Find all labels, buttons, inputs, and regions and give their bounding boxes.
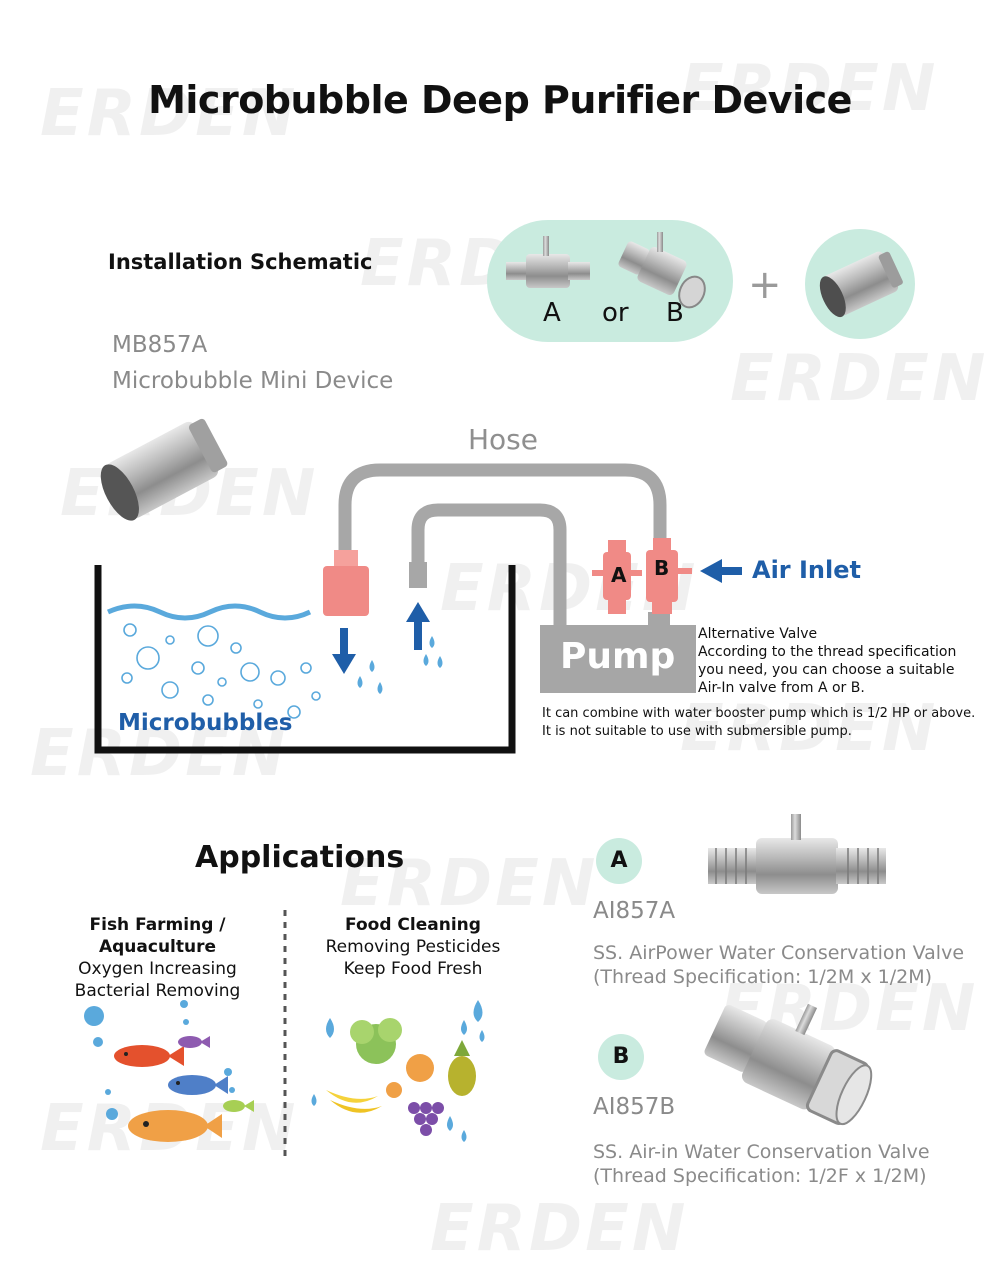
- food-illustration: [311, 1000, 485, 1142]
- application-heading: Food Cleaning: [345, 915, 481, 935]
- pineapple-icon: [448, 1040, 476, 1096]
- product-a-description: SS. AirPower Water Conservation Valve (T…: [593, 941, 993, 989]
- application-line: Bacterial Removing: [74, 981, 241, 1001]
- hose-inner: [411, 503, 567, 625]
- fish-illustration: [84, 1000, 254, 1142]
- watermark-text: ERDEN: [340, 847, 598, 921]
- device-name: Microbubble Mini Device: [112, 368, 394, 394]
- fruit-icon: [406, 1054, 434, 1082]
- pump-label: Pump: [560, 636, 676, 677]
- product-b-badge: B: [598, 1034, 644, 1080]
- product-a-badge: A: [596, 838, 642, 884]
- fish-icon: [114, 1045, 184, 1067]
- watermark-text: ERDEN: [30, 717, 288, 791]
- fruit-icon: [386, 1082, 402, 1098]
- valve-a-icon: [506, 236, 590, 288]
- watermark-text: ERDEN: [430, 1192, 688, 1266]
- alt-valve-line: According to the thread specification: [698, 644, 957, 660]
- hose-outer: [338, 463, 667, 555]
- diagram-valve-a: [592, 540, 642, 614]
- microbubbles-label: Microbubbles: [118, 710, 293, 736]
- pump-note-line: It is not suitable to use with submersib…: [542, 724, 852, 739]
- intake-nozzle: [409, 562, 427, 588]
- fish-icon: [223, 1100, 254, 1112]
- product-a-code: AI857A: [593, 898, 676, 924]
- valve-b-icon: [618, 232, 706, 309]
- pump-note: It can combine with water booster pump w…: [542, 705, 992, 741]
- diagram-valve-b: [646, 538, 692, 614]
- pump-note-line: It can combine with water booster pump w…: [542, 706, 976, 721]
- water-tank: [94, 565, 516, 754]
- fish-icon: [128, 1110, 222, 1142]
- valve-a-photo: [708, 814, 886, 894]
- mini-device-icon: [819, 251, 903, 318]
- watermark-text: ERDEN: [730, 342, 988, 416]
- option-or-label: or: [602, 298, 629, 328]
- microbubble-outlet: [323, 550, 369, 616]
- plus-icon: +: [748, 262, 782, 308]
- diagram-valve-b-label: B: [654, 556, 670, 580]
- flow-arrows: [332, 559, 742, 674]
- water-surface: [106, 603, 312, 621]
- fish-icon: [178, 1036, 210, 1048]
- device-model: MB857A: [112, 332, 208, 358]
- water-drops: [357, 636, 443, 694]
- mini-device-photo: [100, 418, 228, 521]
- fish-icon: [168, 1075, 228, 1095]
- hose-label: Hose: [468, 423, 538, 456]
- page-title: Microbubble Deep Purifier Device: [148, 78, 852, 122]
- application-line: Keep Food Fresh: [343, 959, 483, 979]
- product-desc-line: (Thread Specification: 1/2F x 1/2M): [593, 1165, 927, 1187]
- banana-icon: [326, 1090, 382, 1113]
- bubbles: [121, 623, 321, 719]
- diagram-valve-a-label: A: [611, 563, 627, 587]
- application-line: Removing Pesticides: [325, 937, 501, 957]
- alt-valve-line: you need, you can choose a suitable: [698, 662, 955, 678]
- application-aquaculture: Fish Farming / Aquaculture Oxygen Increa…: [30, 914, 285, 1002]
- alt-valve-line: Air-In valve from A or B.: [698, 680, 865, 696]
- lettuce-icon: [350, 1018, 402, 1064]
- installation-schematic-label: Installation Schematic: [108, 250, 373, 274]
- product-desc-line: SS. AirPower Water Conservation Valve: [593, 942, 965, 964]
- watermark-text: ERDEN: [40, 77, 298, 151]
- watermark-text: ERDEN: [680, 52, 938, 126]
- alt-valve-title: Alternative Valve: [698, 626, 818, 642]
- application-line: Oxygen Increasing: [78, 959, 237, 979]
- product-b-description: SS. Air-in Water Conservation Valve (Thr…: [593, 1140, 993, 1188]
- applications-title: Applications: [195, 840, 405, 875]
- option-a-label: A: [543, 298, 561, 328]
- air-inlet-label: Air Inlet: [752, 556, 861, 584]
- alternative-valve-note: Alternative Valve According to the threa…: [698, 625, 998, 697]
- application-heading: Fish Farming / Aquaculture: [89, 915, 226, 957]
- valve-b-photo: [704, 1003, 873, 1126]
- watermark-text: ERDEN: [680, 692, 938, 766]
- grapes-icon: [408, 1102, 444, 1136]
- product-desc-line: SS. Air-in Water Conservation Valve: [593, 1141, 930, 1163]
- application-food-cleaning: Food Cleaning Removing Pesticides Keep F…: [300, 914, 526, 980]
- product-desc-line: (Thread Specification: 1/2M x 1/2M): [593, 966, 932, 988]
- pump-body: [540, 625, 696, 693]
- option-b-label: B: [666, 298, 684, 328]
- product-b-code: AI857B: [593, 1094, 676, 1120]
